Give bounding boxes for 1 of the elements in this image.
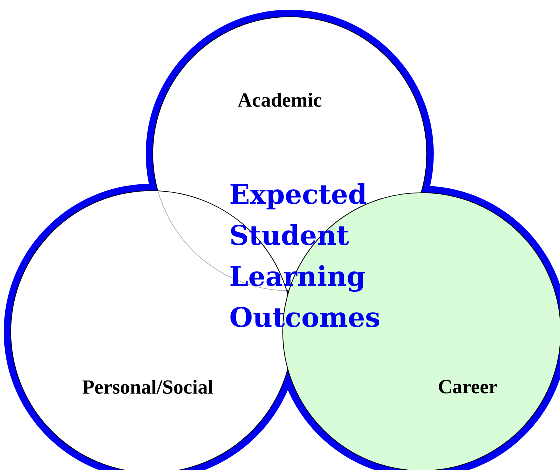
node-label: Personal/Social [82,380,214,394]
